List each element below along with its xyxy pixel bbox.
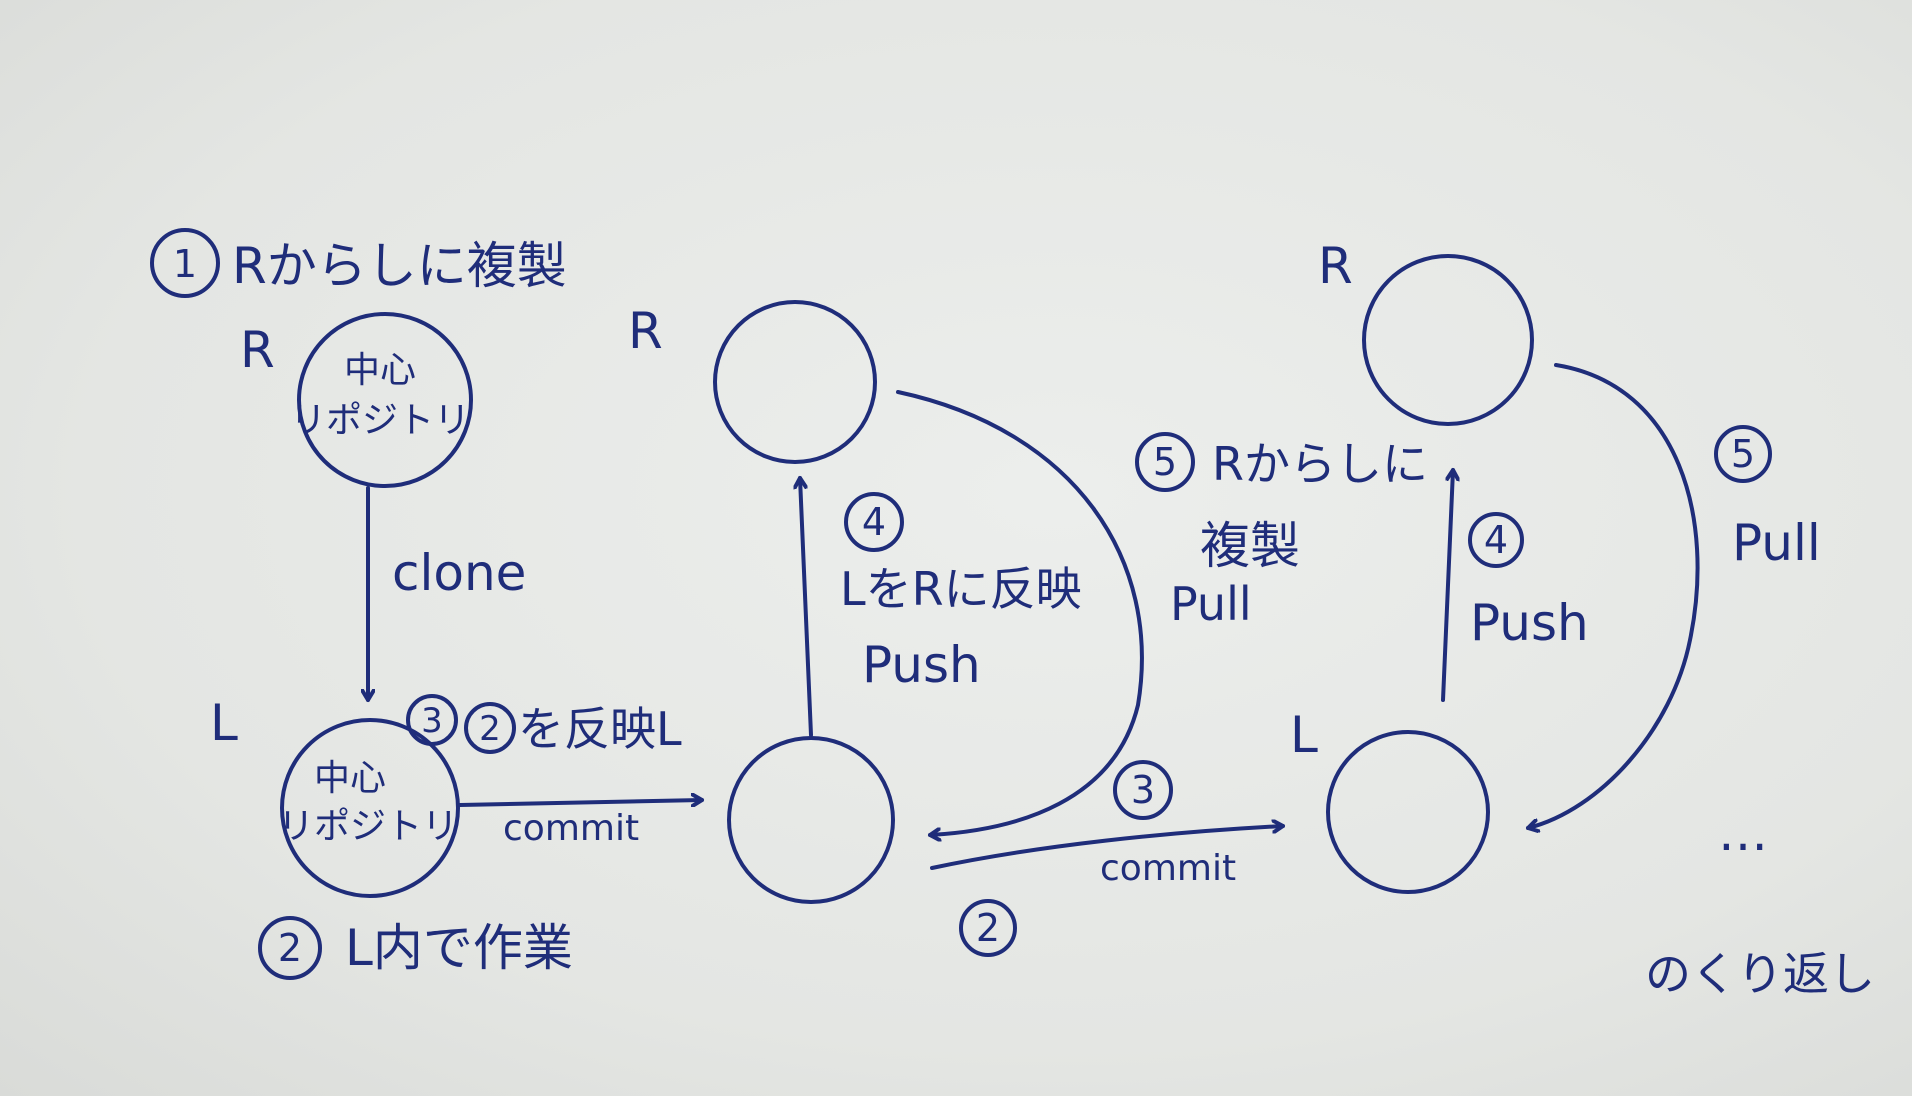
- step1-number: 1: [173, 242, 197, 286]
- local-repository-node: 中心 リポジトリ: [278, 718, 460, 898]
- step3-number-stage3: 3: [1131, 768, 1155, 812]
- local-node-stage2: [727, 736, 895, 904]
- commit-arrow-stage2: [458, 800, 704, 805]
- step3-inner-number-circle: [464, 702, 516, 754]
- local-node-line2: リポジトリ: [278, 806, 458, 847]
- remote-node-line1: 中心: [344, 350, 416, 391]
- remote-node-stage3: [1362, 254, 1534, 426]
- local-node-stage3: [1326, 730, 1490, 894]
- step4-number-stage2: 4: [862, 500, 886, 544]
- push-arrow-stage3: [1441, 468, 1453, 702]
- remote-repository-circle: [297, 312, 473, 488]
- step1-number-circle: [150, 228, 220, 298]
- step4-heading-stage2: 4 LをRに反映 Push: [840, 492, 1082, 694]
- step2-number-circle: [258, 916, 322, 980]
- push-label-stage2: Push: [862, 636, 981, 694]
- step2-marker-stage3: 2: [959, 899, 1017, 957]
- stage1: 1 Rからしに複製 R 中心 リポジトリ clone L 中心 リポジトリ 2 …: [150, 228, 573, 980]
- pull-arrow-stage2: [896, 390, 1144, 835]
- step2-number: 2: [278, 926, 302, 970]
- clone-label: clone: [392, 544, 526, 602]
- stage3: 2 3 commit R L 4 Push 5 Pull … のくり返し: [930, 237, 1875, 1001]
- step5-text-line2: 複製: [1200, 517, 1300, 575]
- ellipsis: …: [1718, 804, 1768, 862]
- remote-node-stage2: [713, 300, 877, 464]
- step1-text: Rからしに複製: [232, 237, 567, 295]
- step5-number-circle-stage2: [1135, 432, 1195, 492]
- step5-number-circle-stage3: [1714, 425, 1772, 483]
- step3-inner-number: 2: [479, 709, 501, 749]
- step3-number-circle-stage3: [1113, 760, 1173, 820]
- step2-text: L内で作業: [345, 919, 573, 977]
- step4-heading-stage3: 4 Push: [1468, 512, 1589, 652]
- local-repository-circle: [280, 718, 460, 898]
- step5-text-line1: Rからしに: [1212, 437, 1428, 491]
- pull-arrow-stage3: [1526, 363, 1700, 828]
- step3-marker-stage3: 3: [1113, 760, 1173, 820]
- step5-number-stage3: 5: [1731, 432, 1755, 476]
- step3-heading: 3 2 を反映L: [406, 694, 682, 756]
- commit-label-stage2: commit: [503, 808, 639, 849]
- step1-heading: 1 Rからしに複製: [150, 228, 567, 298]
- step4-text: LをRに反映: [840, 562, 1082, 616]
- pull-label-stage2: Pull: [1170, 577, 1252, 631]
- remote-label-stage2: R: [628, 302, 663, 360]
- repeat-text: のくり返し: [1645, 947, 1875, 1001]
- step4-number-stage3: 4: [1484, 518, 1508, 562]
- pull-label-stage3: Pull: [1732, 514, 1821, 572]
- local-node-line1: 中心: [314, 758, 386, 799]
- step5-heading-stage3: 5 Pull: [1714, 425, 1821, 572]
- remote-node-line2: リポジトリ: [290, 400, 470, 441]
- step3-number-circle: [406, 694, 458, 746]
- step2-number-stage3: 2: [976, 906, 1000, 950]
- remote-label: R: [240, 321, 275, 379]
- local-label-stage3: L: [1290, 706, 1318, 764]
- push-arrow-stage2: [800, 476, 813, 737]
- step3-text: を反映L: [518, 702, 682, 756]
- step5-heading-stage2: 5 Rからしに 複製: [1135, 432, 1428, 575]
- push-label-stage3: Push: [1470, 594, 1589, 652]
- step2-heading: 2 L内で作業: [258, 916, 573, 980]
- local-label: L: [210, 694, 238, 752]
- commit-label-stage3: commit: [1100, 848, 1236, 889]
- step3-number: 3: [421, 701, 443, 741]
- stage2: 3 2 を反映L commit R 4 LをRに反映 Push Pull 5 R…: [406, 300, 1428, 904]
- step5-number-stage2: 5: [1153, 440, 1177, 484]
- remote-repository-node: 中心 リポジトリ: [290, 312, 473, 488]
- step2-number-circle-stage3: [959, 899, 1017, 957]
- step4-number-circle-stage3: [1468, 512, 1524, 568]
- commit-arrow-stage3: [930, 826, 1285, 870]
- remote-label-stage3: R: [1318, 237, 1353, 295]
- step4-number-circle-stage2: [844, 492, 904, 552]
